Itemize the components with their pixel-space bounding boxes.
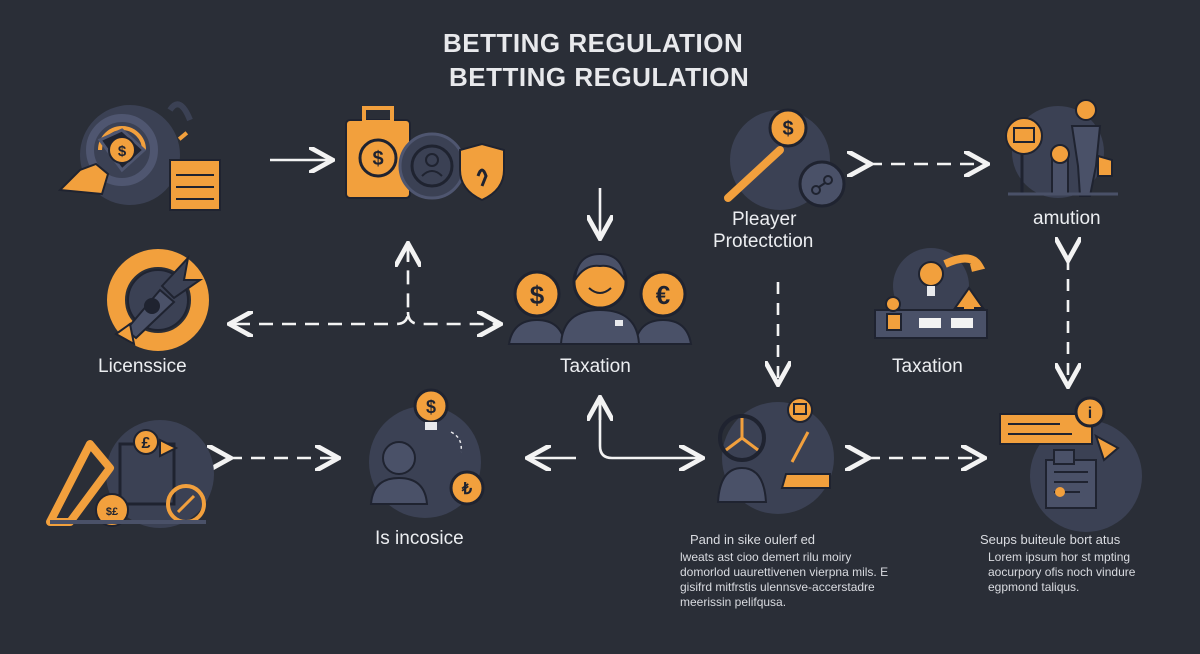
svg-text:€: € [656, 280, 670, 310]
machinery-icon: £ $£ [46, 420, 214, 528]
label-player-protection-line-2: Protectction [713, 231, 814, 252]
note-center-heading: Pand in sike oulerf ed [690, 532, 816, 547]
label-licensing: Licenssice [98, 356, 187, 377]
svg-text:i: i [1088, 405, 1092, 422]
suitcase-dollar-icon: $ [345, 106, 466, 200]
label-taxation-center: Taxation [560, 356, 631, 377]
note-right-heading: Seups buiteule bort atus [980, 532, 1121, 547]
svg-text:₺: ₺ [461, 481, 473, 498]
person-coins-icon: $ ₺ [369, 388, 485, 518]
svg-text:$: $ [782, 118, 793, 140]
note-center-body: lweats ast cioo demert rilu moiry domorl… [680, 550, 889, 609]
figure-sign-icon [1005, 99, 1118, 198]
svg-text:$£: $£ [106, 506, 118, 518]
document-info-icon: i [999, 396, 1142, 532]
arrow-licensing-taxation [236, 248, 498, 324]
arrow-taxation-bottom [598, 404, 700, 458]
label-taxation-right: Taxation [892, 356, 963, 377]
svg-text:$: $ [118, 143, 127, 160]
svg-text:$: $ [372, 148, 383, 170]
magnifier-dollar-icon: $ [724, 108, 846, 210]
connector-arrows [228, 160, 1068, 458]
svg-text:£: £ [142, 435, 151, 452]
svg-text:$: $ [426, 397, 436, 417]
rocket-badge-icon [107, 249, 209, 351]
label-incosice: Is incosice [375, 528, 464, 549]
compass-dollar-icon: $ [57, 101, 221, 211]
diagram-title-line-2: BETTING REGULATION [449, 62, 750, 92]
diagram-title-line-1: BETTING REGULATION [443, 28, 744, 58]
svg-text:$: $ [530, 280, 545, 310]
thinking-person-icon [716, 397, 834, 514]
lightbulb-growth-icon [874, 248, 988, 339]
user-shield-icon [459, 142, 505, 202]
label-player-protection-line-1: Pleayer [732, 209, 797, 230]
people-coins-icon: $ € [507, 252, 693, 345]
label-amution: amution [1033, 208, 1101, 229]
note-right-body: Lorem ipsum hor st mpting aocurpory ofis… [988, 550, 1136, 594]
